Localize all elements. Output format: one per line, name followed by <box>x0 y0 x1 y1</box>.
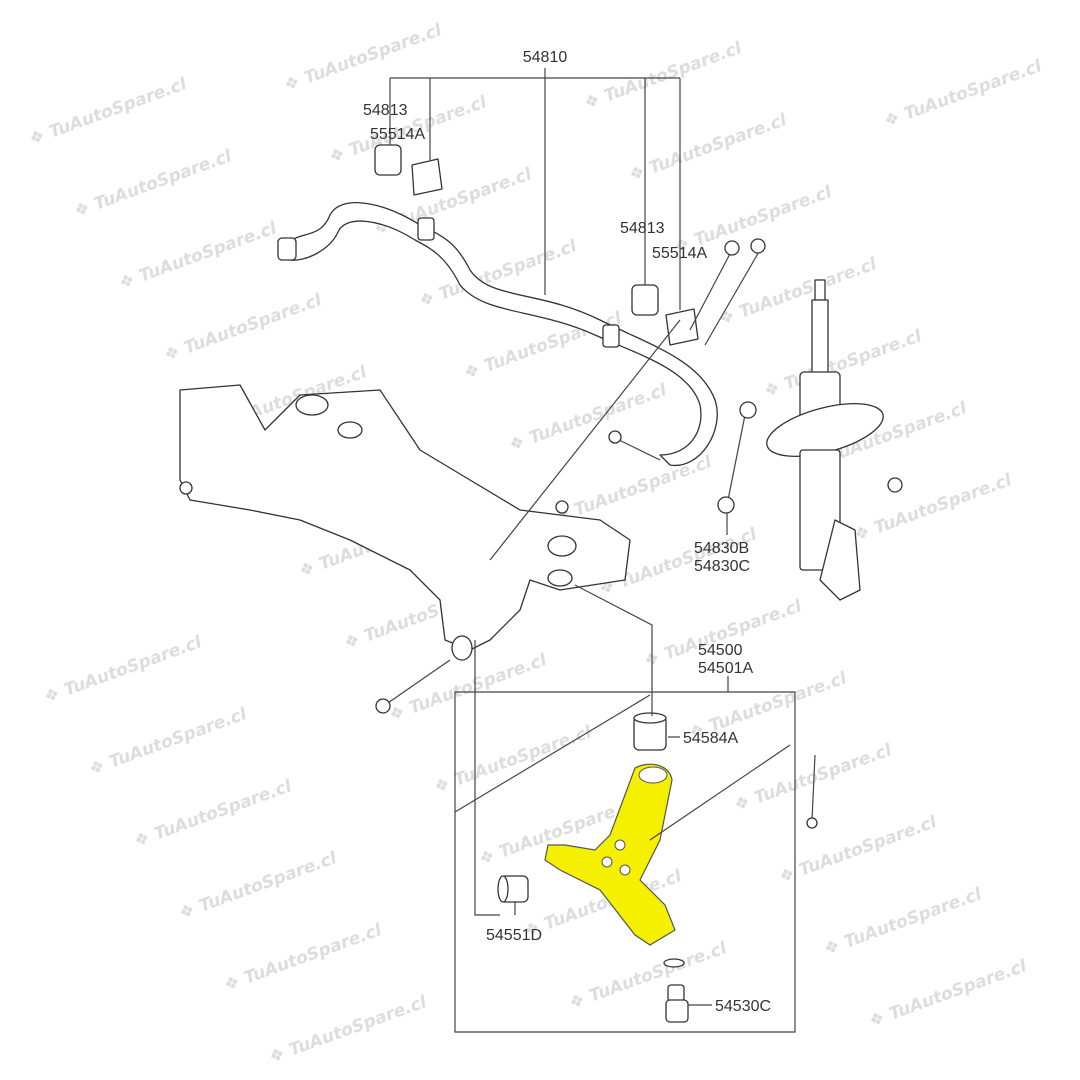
label-stabilizer-bar: 54810 <box>523 49 568 66</box>
bushing-left[interactable] <box>374 144 402 176</box>
lower-control-arm[interactable] <box>544 763 676 946</box>
strut-assembly <box>766 279 903 601</box>
arm-bolt <box>806 754 818 829</box>
label-bushing-g: 54584A <box>683 730 738 747</box>
bracket-bolts <box>689 238 766 346</box>
bushing-front[interactable] <box>497 875 529 903</box>
label-bracket-right: 55514A <box>652 245 707 262</box>
stabilizer-bar[interactable] <box>277 202 718 466</box>
label-link-b: 54830B <box>694 540 749 557</box>
bushing-g[interactable] <box>633 712 667 751</box>
label-link-c: 54830C <box>694 558 750 575</box>
leader-lines <box>389 68 796 1033</box>
subframe <box>179 384 631 714</box>
label-ball-joint: 54530C <box>715 998 771 1015</box>
label-bushing-left: 54813 <box>363 102 408 119</box>
ball-joint[interactable] <box>663 958 689 1023</box>
bracket-right[interactable] <box>665 308 699 346</box>
stabilizer-link[interactable] <box>608 401 757 514</box>
label-bracket-left: 55514A <box>370 126 425 143</box>
bracket-left[interactable] <box>411 158 443 196</box>
label-bushing-front: 54551D <box>486 927 542 944</box>
label-bushing-right: 54813 <box>620 220 665 237</box>
label-lower-arm-alt: 54501A <box>698 660 753 677</box>
bushing-right[interactable] <box>631 284 659 316</box>
label-lower-arm: 54500 <box>698 642 743 659</box>
